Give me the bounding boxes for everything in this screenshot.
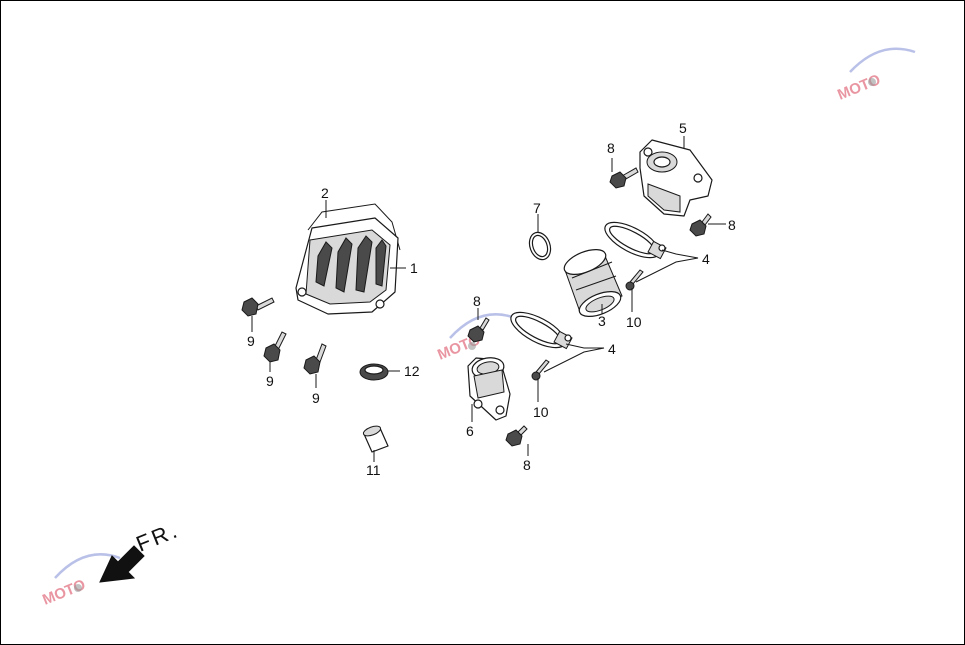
- gasket-outline: [307, 203, 401, 251]
- callout-10a: 10: [626, 314, 642, 330]
- bolt-9b: [263, 331, 287, 363]
- leader-lines: [251, 136, 726, 462]
- part-seal: [359, 363, 389, 381]
- callout-3: 3: [598, 313, 606, 329]
- front-arrow-icon: [99, 545, 145, 583]
- callout-11: 11: [366, 462, 381, 478]
- callout-10b: 10: [533, 404, 549, 420]
- part-cover: [295, 203, 401, 315]
- screw-10a: [625, 269, 644, 291]
- front-label: FR.: [133, 517, 184, 557]
- part-clamp-lower: [510, 311, 573, 350]
- part-clamp-upper: [604, 221, 667, 260]
- callout-5: 5: [679, 120, 687, 136]
- callout-8a: 8: [607, 140, 615, 156]
- callout-4a: 4: [702, 251, 710, 267]
- callout-9a: 9: [247, 333, 255, 349]
- callout-9c: 9: [312, 390, 320, 406]
- bolt-8d: [505, 425, 528, 447]
- callout-8c: 8: [473, 293, 481, 309]
- screw-10b: [531, 359, 550, 381]
- watermark-text: MOTO: [835, 71, 883, 104]
- callout-8d: 8: [523, 457, 531, 473]
- callout-12: 12: [404, 363, 420, 379]
- part-collar: [362, 425, 389, 453]
- bolt-8c: [467, 317, 490, 343]
- callout-2: 2: [321, 185, 329, 201]
- callout-1: 1: [410, 260, 418, 276]
- watermark-text: MOTO: [40, 576, 88, 609]
- bolt-9a: [241, 297, 275, 317]
- bolt-8b: [689, 213, 712, 237]
- callout-9b: 9: [266, 373, 274, 389]
- callout-6: 6: [466, 423, 474, 439]
- part-hose: [563, 248, 623, 318]
- callout-7: 7: [533, 200, 541, 216]
- callout-4b: 4: [608, 341, 616, 357]
- front-direction-indicator: FR.: [99, 517, 184, 583]
- part-intake-joint: [639, 139, 713, 217]
- part-o-ring: [528, 231, 552, 261]
- callout-labels: 1 2 3 4 4 5 6 7 8 8 8 8 9 9 9 10 10 11 1…: [247, 120, 736, 478]
- callout-8b: 8: [728, 217, 736, 233]
- part-insulator: [467, 357, 511, 421]
- watermark-logo-top-right: MOTO: [835, 47, 916, 104]
- bolt-8a: [609, 167, 639, 189]
- bolt-9c: [303, 343, 327, 375]
